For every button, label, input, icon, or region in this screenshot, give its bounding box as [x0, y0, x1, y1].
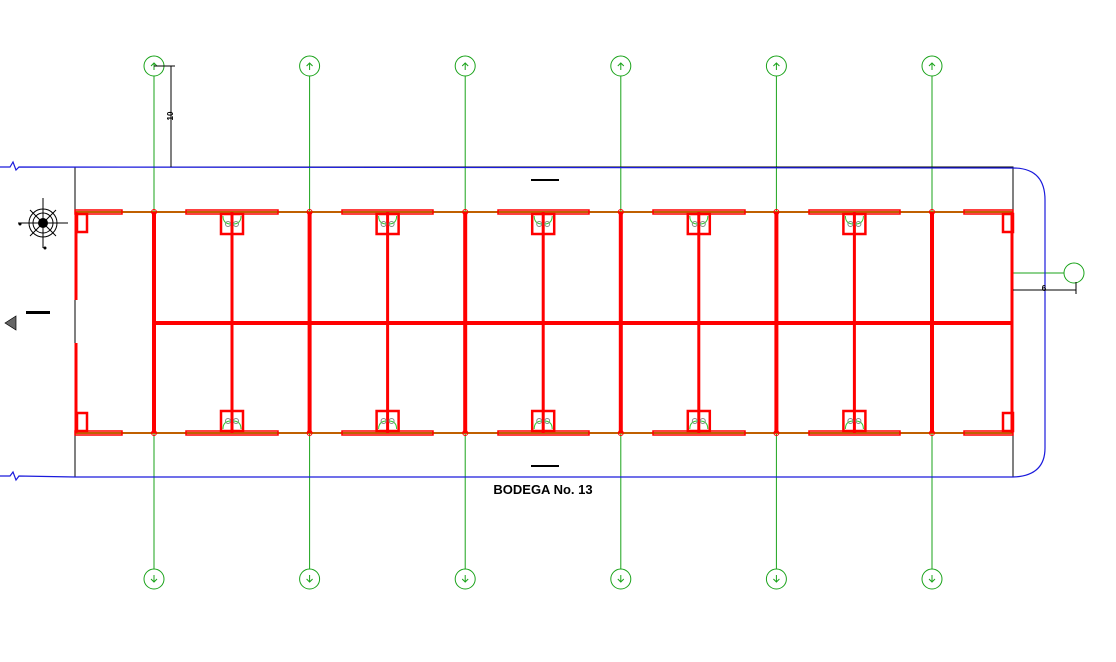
fixture-icon — [388, 418, 395, 424]
door-swing-icon — [689, 215, 709, 225]
service-module — [375, 212, 400, 236]
column-node — [306, 430, 313, 436]
column-node — [151, 209, 157, 215]
dimension-right-label: 6 — [1042, 284, 1047, 293]
column-node — [929, 209, 935, 215]
column-node — [617, 430, 624, 436]
fixture-icon — [380, 418, 387, 424]
corner-module — [1001, 411, 1015, 433]
fixture-icon — [225, 221, 231, 227]
grid-bubble — [610, 55, 632, 77]
fixture-icon — [699, 221, 706, 227]
fixture-icon — [233, 221, 239, 227]
arrow-icon — [461, 62, 469, 70]
bottom-note — [531, 465, 559, 467]
grid-bubble — [454, 55, 476, 77]
service-module — [686, 212, 712, 236]
door-swing-icon — [844, 215, 864, 225]
corner-module — [75, 411, 89, 433]
arrow-icon — [773, 575, 780, 583]
door-swing-icon — [844, 420, 864, 430]
section-marker-icon — [4, 311, 50, 331]
column-node — [151, 430, 157, 436]
dimension-right: 6 — [1013, 282, 1077, 294]
service-module — [375, 409, 400, 433]
grid-bubble — [921, 55, 943, 77]
fixture-icon — [691, 418, 698, 424]
service-module — [530, 409, 556, 433]
column-node — [462, 430, 469, 436]
service-module — [219, 212, 245, 236]
column-node — [462, 209, 469, 215]
door-swing-icon — [533, 215, 553, 225]
fixture-icon — [536, 418, 543, 424]
service-module — [842, 212, 867, 236]
column-node — [773, 430, 780, 436]
arrow-icon — [617, 62, 625, 70]
service-module — [686, 409, 712, 433]
arrow-icon — [928, 62, 936, 70]
dimension-top-label: 10 — [166, 111, 175, 120]
grid-bubble — [921, 568, 943, 590]
grid-bubble — [299, 568, 321, 590]
column-node — [306, 209, 313, 215]
service-module — [530, 212, 556, 236]
corner-module — [75, 212, 89, 234]
fixture-icon — [380, 221, 387, 227]
arrow-icon — [461, 575, 469, 583]
grid-bubble — [299, 55, 321, 77]
fixture-icon — [544, 221, 551, 227]
fixture-icon — [699, 418, 706, 424]
grid-bubble — [1063, 262, 1085, 284]
fixture-icon — [855, 221, 862, 227]
column-node — [929, 430, 935, 436]
door-swing-icon — [378, 420, 398, 430]
fixture-icon — [388, 221, 395, 227]
fixture-icon — [536, 221, 543, 227]
door-swing-icon — [533, 420, 553, 430]
fixture-icon — [847, 221, 854, 227]
north-arrow-icon — [18, 198, 68, 250]
service-module — [842, 409, 867, 433]
grid-bubble — [454, 568, 476, 590]
structural-frame — [74, 209, 1015, 436]
dimension-top: 10 — [154, 65, 175, 167]
corner-module — [1001, 212, 1015, 234]
fixture-icon — [544, 418, 551, 424]
door-swing-icon — [222, 420, 242, 430]
arrow-icon — [306, 62, 313, 70]
arrow-icon — [773, 62, 780, 70]
fixture-icon — [225, 418, 231, 424]
fixture-icon — [691, 221, 698, 227]
grid-bubble — [765, 568, 787, 590]
grid-bubble — [765, 55, 787, 77]
arrow-icon — [928, 575, 936, 583]
arrow-icon — [150, 575, 158, 583]
door-swing-icon — [689, 420, 709, 430]
fixture-icon — [847, 418, 854, 424]
service-module — [219, 409, 245, 433]
column-node — [773, 209, 780, 215]
grid-bubble — [143, 568, 165, 590]
arrow-icon — [617, 575, 625, 583]
door-swing-icon — [222, 215, 242, 225]
drawing-title: BODEGA No. 13 — [493, 482, 592, 497]
top-note — [531, 179, 559, 181]
column-node — [617, 209, 624, 215]
fixture-icon — [233, 418, 239, 424]
arrow-icon — [306, 575, 313, 583]
door-swing-icon — [378, 215, 398, 225]
fixture-icon — [855, 418, 862, 424]
grid-bubble — [610, 568, 632, 590]
